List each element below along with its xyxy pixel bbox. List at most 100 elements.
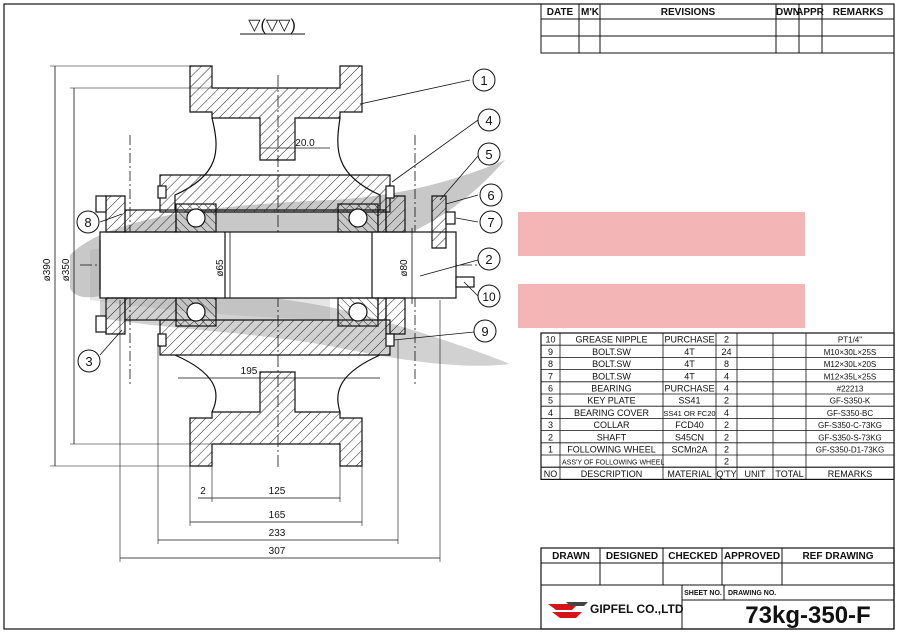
callout-7: 7 [487,215,494,230]
dim-dia-390: ø390 [42,258,53,281]
callout-5: 5 [485,147,492,162]
parts-row-2-desc: BOLT.SW [592,359,631,369]
parts-header-4: UNIT [745,469,766,479]
tb-designed: DESIGNED [606,551,658,562]
parts-row-4-no: 6 [548,384,553,394]
callout-8: 8 [84,215,91,230]
parts-row-7-qty: 2 [724,420,729,430]
callout-8-circle [76,210,100,234]
parts-header-0: NO [544,469,558,479]
parts-row-5-remarks: GF-S350-K [830,397,871,406]
parts-row-7-material: FCD40 [675,420,704,430]
rev-header-date: DATE [547,7,574,18]
parts-row-0-material: PURCHASE [664,335,714,345]
parts-row-4-material: PURCHASE [664,384,714,394]
parts-header-1: DESCRIPTION [581,469,643,479]
company-logo [548,602,588,618]
rev-header-remarks: REMARKS [833,7,884,18]
callout-3-circle [77,349,101,373]
rev-header-revisions: REVISIONS [661,7,716,18]
callout-6-circle [479,183,503,207]
parts-header-6: REMARKS [828,469,873,479]
dim-125: 125 [269,486,286,497]
company-name: GIPFEL CO.,LTD [590,602,684,616]
parts-row-6-material: SS41 OR FC20 [663,409,715,418]
parts-row-3-remarks: M12×35L×25S [824,372,877,381]
parts-row-3-no: 7 [548,371,553,381]
surface-finish-symbol: ▽(▽▽) [248,17,296,34]
callout-9-circle [473,319,497,343]
callout-5-circle [477,142,501,166]
parts-row-7-desc: COLLAR [593,420,630,430]
parts-row-6-desc: BEARING COVER [574,408,650,418]
parts-row-1-material: 4T [684,347,695,357]
dim-dia-80: ø80 [399,259,410,277]
drawing-number: 73kg-350-F [745,602,870,629]
parts-row-8-remarks: GF-S350-S-73KG [818,433,882,442]
callout-2: 2 [485,252,492,267]
parts-header-3: Q'TY [716,469,736,479]
parts-row-1-remarks: M10×30L×25S [824,348,877,357]
dim-web-thickness: 20.0 [295,138,315,149]
rev-header-mk: M'K [581,7,600,18]
dim-233: 233 [269,528,286,539]
parts-row-5-material: SS41 [678,396,700,406]
parts-row-2-qty: 8 [724,359,729,369]
dim-dia-350: ø350 [61,258,72,281]
parts-row-7-no: 3 [548,420,553,430]
wheel-section-drawing [50,65,500,562]
parts-row-0-remarks: PT1/4" [838,336,862,345]
tb-checked: CHECKED [668,551,717,562]
dim-2: 2 [200,486,206,497]
parts-row-0-qty: 2 [724,335,729,345]
parts-row-4-qty: 4 [724,384,729,394]
dim-307: 307 [269,546,286,557]
tb-approved: APPROVED [724,551,780,562]
parts-row-9-desc: FOLLOWING WHEEL [567,445,656,455]
parts-row-2-material: 4T [684,359,695,369]
parts-row-8-no: 2 [548,432,553,442]
tb-sheet-no-label: SHEET NO. [684,590,722,597]
tb-ref-drawing: REF DRAWING [802,551,873,562]
callout-10: 10 [482,290,496,304]
tb-drawn: DRAWN [552,551,590,562]
title-block: DRAWN DESIGNED CHECKED APPROVED REF DRAW… [540,547,895,630]
parts-row-9-remarks: GF-S350-D1-73KG [816,446,884,455]
callout-4-circle [477,108,501,132]
parts-row-10-desc: ASS'Y OF FOLLOWING WHEEL [562,460,664,467]
callout-3: 3 [85,354,92,369]
parts-row-3-qty: 4 [724,371,729,381]
parts-row-1-no: 9 [548,347,553,357]
parts-row-8-material: S45CN [675,432,704,442]
parts-row-10-qty: 2 [724,457,729,467]
parts-row-1-desc: BOLT.SW [592,347,631,357]
callout-7-circle [479,210,503,234]
parts-row-9-material: SCMn2A [671,445,707,455]
sheet-border [3,3,895,630]
parts-row-4-remarks: #22213 [837,385,864,394]
callout-4: 4 [485,113,492,128]
parts-header-2: MATERIAL [667,469,711,479]
parts-row-2-no: 8 [548,359,553,369]
tb-drawing-no-label: DRAWING NO. [728,590,776,597]
parts-row-1-qty: 24 [721,347,731,357]
parts-row-0-no: 10 [545,335,555,345]
parts-row-6-remarks: GF-S350-BC [827,409,873,418]
callout-9: 9 [481,324,488,339]
dimension-labels: ø390 ø350 ø65 ø80 20.0 195 2 125 165 233… [42,138,410,557]
parts-row-5-desc: KEY PLATE [587,396,635,406]
parts-header-5: TOTAL [775,469,803,479]
callout-6: 6 [487,188,494,203]
parts-row-3-desc: BOLT.SW [592,371,631,381]
parts-row-2-remarks: M12×30L×20S [824,360,877,369]
parts-row-4-desc: BEARING [591,384,632,394]
parts-row-5-qty: 2 [724,396,729,406]
callout-2-circle [477,247,501,271]
parts-row-6-qty: 4 [724,408,729,418]
callout-1-circle [472,68,496,92]
parts-row-9-no: 1 [548,445,553,455]
dim-195: 195 [241,366,258,377]
parts-row-5-no: 5 [548,396,553,406]
